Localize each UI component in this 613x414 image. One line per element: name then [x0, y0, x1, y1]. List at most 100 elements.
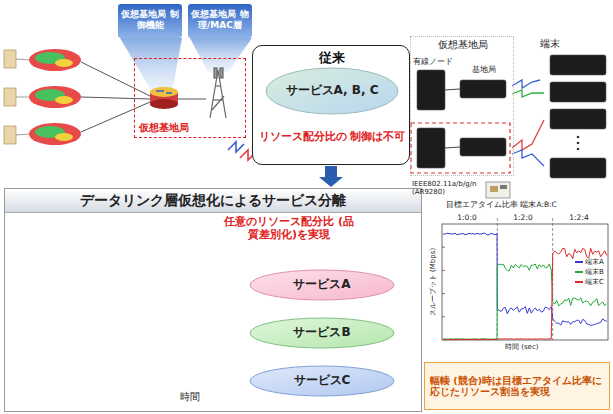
network-cloud — [81, 62, 206, 132]
flow-arrow — [319, 177, 343, 187]
legend-text: 端末C — [585, 278, 604, 286]
ellipsis-dots — [577, 142, 580, 145]
legend-text: 端末A — [585, 258, 604, 266]
callout-label: 仮想基地局 物理/MAC層 — [188, 4, 252, 38]
throughput-chart — [442, 270, 445, 271]
radio-signal — [228, 142, 244, 152]
node-text: サービスA, B, C — [265, 83, 399, 97]
callout-beam — [190, 38, 252, 72]
service-ellipse: サービスA — [249, 269, 395, 301]
node-text: 仮想基地局 制御機能 — [118, 9, 182, 31]
pc-hardware — [460, 80, 506, 98]
radio-signal — [512, 120, 544, 150]
network-cloud — [4, 50, 16, 144]
legend-swatch — [575, 271, 583, 273]
pc-cable — [445, 89, 460, 90]
network-cloud — [16, 134, 30, 135]
network-cloud — [4, 88, 16, 106]
wifi-card — [500, 185, 507, 189]
wifi-card — [490, 186, 498, 192]
network-cloud — [29, 49, 81, 145]
network-cloud — [4, 126, 16, 144]
base-station: 基地局 — [459, 65, 509, 101]
text-label: IEEE802.11a/b/g/n (AR9280) — [412, 180, 486, 197]
wired-node: 有線ノード — [413, 57, 453, 113]
antenna-tower — [215, 85, 221, 86]
pc-hardware — [417, 128, 445, 168]
network-cloud — [29, 86, 81, 108]
text-label: 1:2:0 — [506, 213, 540, 222]
node-text: サービスC — [249, 373, 395, 387]
terminal-hardware — [550, 55, 606, 75]
network-cloud — [178, 99, 206, 100]
text-label: 1:0:0 — [450, 213, 484, 222]
legend-text: 端末B — [585, 268, 604, 276]
network-cloud — [55, 133, 73, 141]
antenna-tower — [214, 68, 217, 78]
network-cloud — [55, 96, 73, 104]
node-subtext: 任意のリソース配分比 (品質差別化)を実現 — [219, 215, 359, 241]
pc-cable — [445, 89, 460, 148]
virtual-bs-group: 仮想基地局有線ノード基地局 — [410, 36, 514, 176]
flow-arrow — [325, 166, 337, 177]
pc-hardware — [460, 138, 506, 156]
node-text: サービスA — [249, 277, 395, 291]
throughput-chart — [442, 224, 608, 340]
node-text: 仮想基地局 — [139, 122, 243, 134]
network-cloud — [55, 59, 73, 67]
network-cloud — [29, 123, 81, 145]
service-ellipse: サービスA, B, C — [265, 67, 399, 115]
service-ellipse: サービスB — [249, 317, 395, 349]
throughput-chart — [443, 248, 607, 339]
node-text: データリンク層仮想化によるサービス分離 — [5, 189, 421, 213]
node-text: サービスB — [249, 325, 395, 339]
text-label: 目標エアタイム比率 端末A:B:C — [446, 200, 612, 209]
callout-beam — [120, 38, 252, 92]
antenna-tower — [220, 68, 223, 78]
service-separation-panel: データリンク層仮想化によるサービス分離任意のリソース配分比 (品質差別化)を実現… — [4, 188, 422, 412]
antenna-tower — [212, 96, 224, 110]
text-label: 時間 — [180, 391, 216, 403]
node-text: 仮想基地局 — [411, 39, 515, 51]
antenna-tower — [210, 68, 226, 118]
note-box: 輻輳 (競合)時は目標エアタイム比率に応じたリソース割当を実現 — [424, 362, 610, 410]
callout-beam — [120, 38, 182, 92]
legend-row: 端末A — [574, 258, 605, 266]
pc-cable — [445, 147, 460, 148]
router-icon — [156, 91, 172, 93]
router-icon — [150, 87, 178, 109]
legend-row: 端末B — [574, 268, 605, 276]
red-dashed-frame — [411, 123, 510, 173]
callout-label: 仮想基地局 制御機能 — [118, 4, 182, 38]
text-label: 1:2:4 — [562, 213, 596, 222]
terminal-hardware — [550, 55, 606, 178]
router-icon — [150, 87, 178, 97]
node-text: 仮想基地局 物理/MAC層 — [188, 9, 252, 31]
terminal-hardware — [550, 109, 606, 129]
wifi-card — [486, 182, 510, 198]
ellipsis-dots — [577, 148, 580, 151]
throughput-chart — [443, 264, 607, 339]
node-text: 従来 — [253, 50, 411, 66]
network-cloud — [16, 59, 30, 60]
network-cloud — [16, 59, 30, 135]
throughput-chart — [442, 247, 445, 248]
network-cloud — [4, 50, 16, 68]
terminal-hardware — [550, 82, 606, 102]
throughput-chart — [442, 316, 445, 317]
legend-swatch — [575, 281, 583, 283]
pc-hardware — [417, 70, 506, 168]
text-label: 時間 (sec) — [505, 343, 565, 351]
text-label: 端末 — [540, 38, 580, 50]
terminal-hardware — [550, 158, 606, 178]
network-cloud — [81, 97, 150, 99]
wifi-card — [486, 182, 510, 198]
ellipse-outline — [266, 68, 398, 114]
radio-signal — [512, 80, 540, 88]
ellipsis-dots — [577, 136, 580, 151]
network-cloud — [16, 97, 30, 98]
legacy-box: 従来リソース配分比の 制御は不可サービスA, B, C — [252, 45, 410, 165]
legend-row: 端末C — [574, 278, 605, 286]
node-subtext: リソース配分比の 制御は不可 — [257, 130, 407, 143]
